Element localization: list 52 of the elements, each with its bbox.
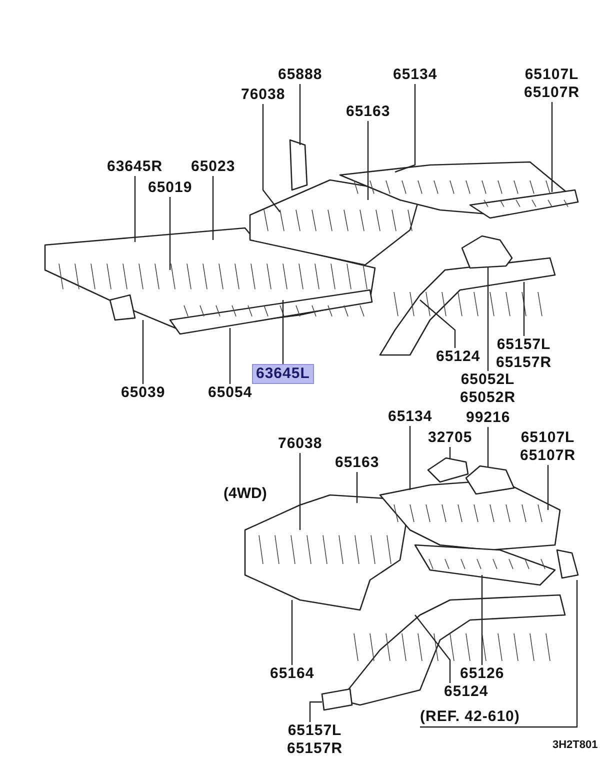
leader-line: [487, 267, 489, 371]
leader-line: [212, 176, 214, 240]
leader-line: [262, 104, 280, 212]
part-number: 65134: [388, 408, 432, 426]
leader-line: [394, 84, 416, 173]
leader-line: [481, 575, 483, 665]
part-number: 65163: [335, 454, 380, 472]
leader-line: [356, 472, 358, 503]
leader-line: [367, 121, 369, 200]
leader-line: [291, 600, 293, 665]
part-number: 65164: [270, 665, 314, 683]
leader-line: [551, 102, 553, 192]
leader-line: [487, 427, 489, 467]
leader-line: [420, 300, 456, 348]
drawing-code: 3H2T801: [552, 739, 598, 751]
leader-line: [449, 447, 451, 459]
part-number: 76038: [241, 86, 286, 104]
leader-line: [169, 197, 171, 270]
leader-line: [523, 282, 525, 336]
part-number: 65107L 65107R: [524, 66, 580, 102]
leader-line: [309, 701, 322, 722]
part-number: 65126: [460, 665, 504, 683]
part-number: 65124: [444, 683, 488, 701]
leader-line: [134, 176, 136, 242]
leader-line: [142, 320, 144, 384]
leader-line: [299, 84, 301, 145]
leader-line: [299, 453, 301, 530]
leader-line: [409, 426, 411, 490]
part-number: 65023: [191, 158, 236, 176]
part-number: 65039: [121, 384, 166, 402]
part-number: 65107L 65107R: [520, 429, 576, 465]
part-number: 63645R: [107, 158, 163, 176]
leader-line: [414, 614, 451, 683]
leader-line: [229, 328, 231, 384]
part-number: 32705: [428, 429, 472, 447]
part-number: 65124: [436, 348, 480, 366]
part-number: 65888: [278, 66, 322, 84]
highlighted-part-number: 63645L: [252, 364, 314, 384]
part-number: 65054: [208, 384, 252, 402]
leader-line: [282, 300, 284, 364]
variant-note: (4WD): [224, 484, 267, 502]
part-number: 65052L 65052R: [460, 371, 516, 407]
part-number: 76038: [278, 435, 322, 453]
part-number: 65163: [346, 103, 390, 121]
part-number: 65019: [148, 179, 192, 197]
part-number: 65157L 65157R: [496, 336, 552, 372]
part-number: 99216: [466, 409, 510, 427]
leader-line: [547, 465, 549, 510]
part-number: (REF. 42-610): [420, 708, 520, 726]
leader-line: [420, 580, 578, 728]
part-number: 65157L 65157R: [287, 722, 343, 758]
part-number: 65134: [393, 66, 438, 84]
